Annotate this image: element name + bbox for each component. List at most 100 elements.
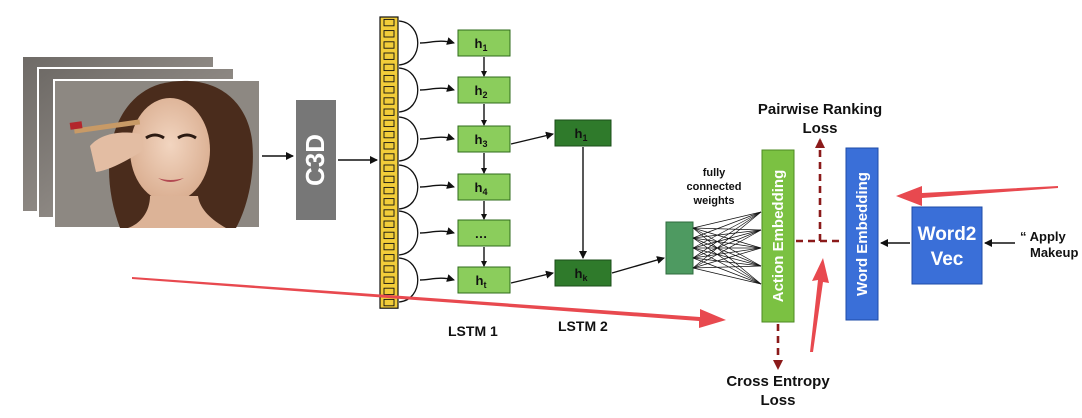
lstm1-state-box <box>457 29 511 57</box>
lstm1-state-subscript: 2 <box>482 90 487 100</box>
fc-weight-line <box>692 227 762 267</box>
pairwise-loss-line2: Loss <box>802 120 837 137</box>
word-embedding-label: Word Embedding <box>854 172 871 296</box>
arrow-feature-to-lstm1 <box>419 181 455 189</box>
fc-weight-line <box>692 211 762 269</box>
arrow-feature-to-lstm1 <box>419 133 455 141</box>
fc-weight-line <box>692 227 762 285</box>
feature-cell <box>383 209 395 217</box>
word2vec-block: Word2 Vec <box>911 206 983 285</box>
lstm2-label: LSTM 2 <box>558 318 608 334</box>
fc-weight-line <box>692 227 762 231</box>
feature-cell <box>383 164 395 172</box>
feature-cell <box>383 130 395 139</box>
lstm1-state-box <box>457 173 511 201</box>
lstm1-state-label: ht <box>476 273 487 290</box>
feature-cell <box>383 198 395 206</box>
fc-layer: fully connected weights <box>665 167 762 285</box>
fc-weight-line <box>692 211 762 239</box>
makeup-video-frame-image <box>53 79 261 229</box>
query-line1: “ Apply <box>1020 229 1067 244</box>
feature-cell <box>383 86 395 94</box>
fc-weight-line <box>692 227 762 249</box>
fc-weight-line <box>692 211 762 249</box>
lstm1-state-box <box>457 219 511 247</box>
cross-entropy-loss-line1: Cross Entropy <box>726 373 830 390</box>
arrow-feature-to-lstm1 <box>419 37 455 45</box>
fc-weight-line <box>692 247 762 267</box>
feature-cell <box>383 41 395 49</box>
feature-cell <box>383 220 395 228</box>
cross-entropy-loss-line2: Loss <box>760 392 795 409</box>
feature-cell <box>383 97 395 105</box>
feature-arc <box>398 164 419 210</box>
fc-weight-line <box>692 229 762 259</box>
feature-arc <box>398 210 419 256</box>
lstm1-state-subscript: 3 <box>482 139 487 149</box>
feature-cell <box>383 254 395 262</box>
lstm2-state-subscript: 1 <box>582 133 587 143</box>
arrow-feature-to-lstm1 <box>419 84 455 92</box>
lstm2-state-box <box>554 119 612 147</box>
annotation-arrow-long <box>132 277 726 328</box>
word2vec-line2: Vec <box>931 249 964 270</box>
fc-weight-line <box>692 229 762 269</box>
arrow-ht-to-lstm2-hk <box>510 270 554 284</box>
feature-arc <box>398 116 419 162</box>
pairwise-loss-line1: Pairwise Ranking <box>758 101 882 118</box>
c3d-block: C3D <box>296 100 336 220</box>
feature-cell <box>383 142 395 150</box>
feature-cell <box>383 175 395 184</box>
input-video-frames <box>21 55 261 229</box>
loss-connections <box>773 138 844 370</box>
word2vec-line1: Word2 <box>918 224 977 245</box>
feature-cell <box>383 52 395 60</box>
lstm1-label: LSTM 1 <box>448 323 498 339</box>
feature-cell <box>383 287 395 296</box>
feature-cell <box>383 108 395 116</box>
feature-cell <box>383 18 395 27</box>
fc-weight-line <box>692 267 762 285</box>
word-embedding-block: Word Embedding <box>845 147 879 321</box>
lstm1-state-box <box>457 266 511 294</box>
fc-weight-line <box>692 237 762 285</box>
query-line2: Makeup <box>1030 245 1078 260</box>
feature-column <box>379 16 399 309</box>
fc-label-line2: connected <box>686 181 741 193</box>
fc-weight-line <box>692 265 762 269</box>
fc-weight-line <box>692 211 762 229</box>
c3d-label: C3D <box>300 134 330 186</box>
fc-weight-line <box>692 229 762 249</box>
arrow-h3-to-lstm2-h1 <box>510 131 554 145</box>
fc-weight-line <box>692 257 762 285</box>
fc-weight-line <box>692 229 762 239</box>
feature-cell <box>383 119 395 128</box>
fc-weight-line <box>692 257 762 267</box>
arrow-lstm2-to-fc <box>611 256 665 274</box>
feature-cell <box>383 242 395 251</box>
fc-weight-lines <box>692 211 762 285</box>
fc-label-line1: fully <box>703 167 726 179</box>
action-embedding-block: Action Embedding <box>761 149 795 323</box>
feature-arcs <box>398 20 455 303</box>
feature-cell <box>383 186 395 195</box>
lstm1-state-label: … <box>475 226 488 241</box>
action-embedding-label: Action Embedding <box>770 170 787 303</box>
annotation-arrow-top-right <box>896 186 1058 206</box>
fc-weight-line <box>692 247 762 259</box>
arrow-feature-to-lstm1 <box>419 227 455 235</box>
feature-cell <box>383 265 395 273</box>
lstm1-state-box <box>457 125 511 153</box>
fc-weight-line <box>692 237 762 249</box>
annotation-arrow-up <box>810 258 829 352</box>
feature-cell <box>383 30 395 38</box>
fc-weight-line <box>692 211 762 259</box>
feature-cell <box>383 63 395 72</box>
feature-cell <box>383 276 395 284</box>
lstm2-state-subscript: k <box>582 273 588 283</box>
lstm1-state-subscript: 1 <box>482 43 487 53</box>
feature-column-border <box>379 16 399 309</box>
annotation-arrows <box>132 186 1058 352</box>
feature-arc <box>398 67 419 113</box>
